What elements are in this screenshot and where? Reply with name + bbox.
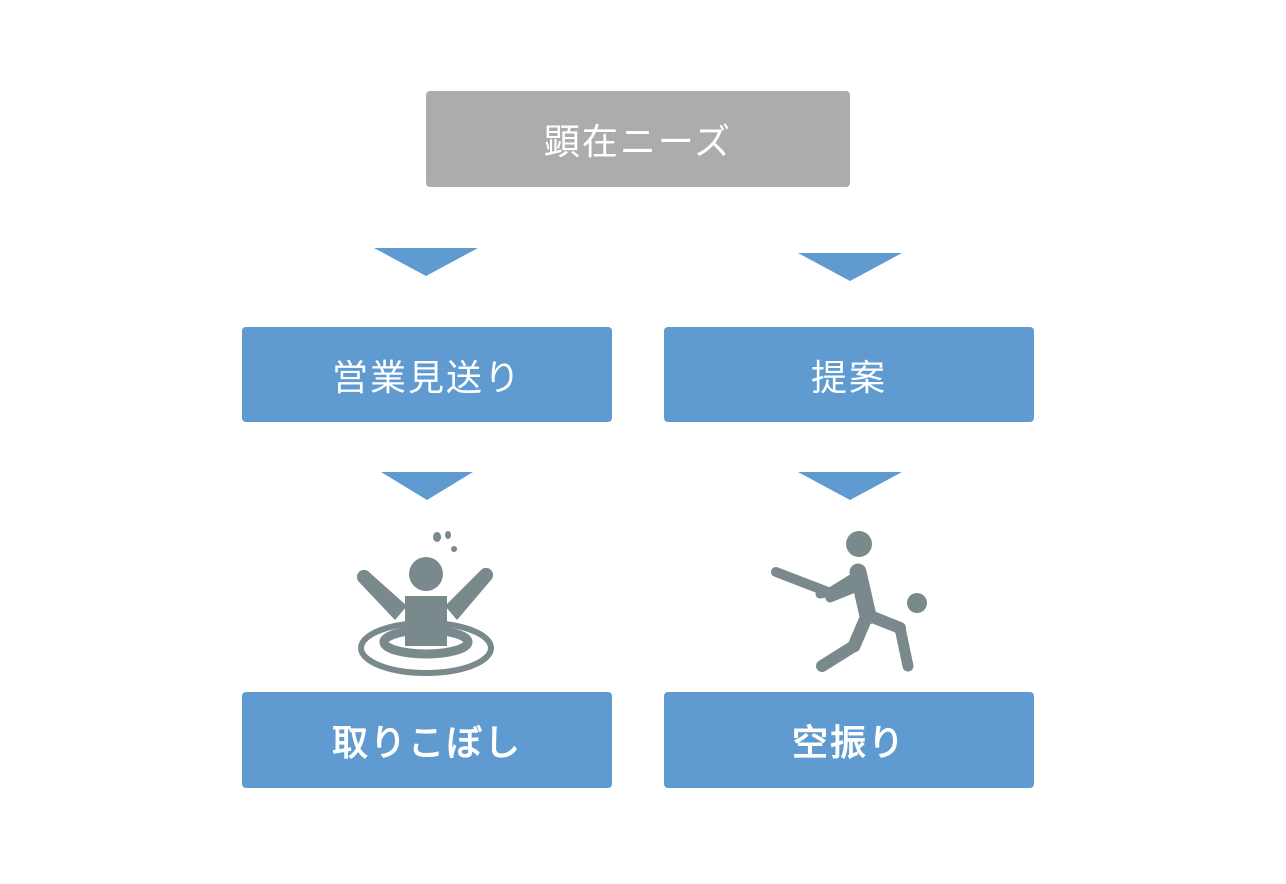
arrow-down-icon [381, 472, 473, 500]
result-right-label: 空振り [791, 723, 906, 764]
result-left-label: 取りこぼし [331, 723, 522, 764]
root-node-label: 顕在ニーズ [543, 122, 733, 163]
arrow-down-icon [374, 248, 478, 276]
branch-right-label: 提案 [810, 357, 887, 399]
branch-left-node: 営業見送り [242, 327, 612, 422]
result-right-node: 空振り [664, 692, 1034, 788]
root-node: 顕在ニーズ [426, 91, 850, 187]
batter-swing-miss-icon [771, 531, 927, 672]
branch-right-node: 提案 [664, 327, 1034, 422]
arrow-down-icon [798, 253, 902, 281]
branch-left-label: 営業見送り [331, 357, 522, 399]
arrow-down-icon [798, 472, 902, 500]
result-left-node: 取りこぼし [242, 692, 612, 788]
drowning-person-icon [356, 531, 494, 676]
